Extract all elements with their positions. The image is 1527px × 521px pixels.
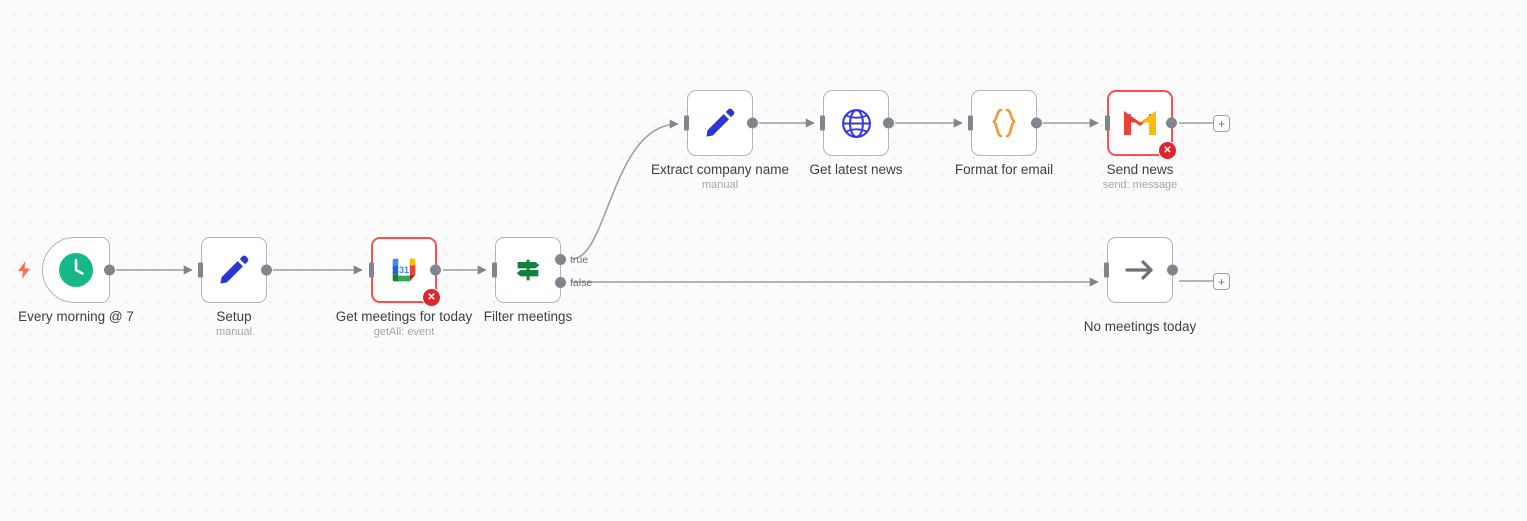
node-label-send-news: Send news [1106,162,1174,177]
input-port-no-meetings-today[interactable] [1104,262,1109,278]
input-port-get-meetings-for-today[interactable] [369,262,374,278]
clock-icon [56,250,96,290]
svg-text:31: 31 [399,265,409,275]
node-subtitle-setup: manual [215,326,253,338]
input-port-format-for-email[interactable] [968,115,973,131]
output-port-no-meetings-today[interactable] [1167,264,1178,276]
branch-label-true: true [570,254,589,266]
node-box-get-latest-news[interactable] [820,90,894,156]
node-box-no-meetings-today[interactable] [1104,237,1178,303]
curly-braces-icon [984,103,1024,143]
node-label-get-meetings-for-today: Get meetings for today [335,309,473,324]
pencil-icon [214,250,254,290]
node-label-every-morning-7: Every morning @ 7 [18,309,134,324]
output-port-get-latest-news[interactable] [883,117,894,129]
node-subtitle-extract-company-name: manual [701,179,739,191]
output-port-filter-false[interactable] [555,277,566,288]
gmail-icon [1120,103,1160,143]
input-port-get-latest-news[interactable] [820,115,825,131]
node-subtitle-get-meetings-for-today: getAll: event [373,326,435,338]
output-port-extract-company-name[interactable] [747,117,758,129]
branch-label-false: false [570,277,593,289]
error-badge-get-meetings-for-today[interactable]: ✕ [422,288,441,307]
input-port-setup[interactable] [198,262,203,278]
node-label-format-for-email: Format for email [954,162,1054,177]
google-calendar-icon: 31 [384,250,424,290]
lightning-bolt-icon [17,261,31,282]
node-label-get-latest-news: Get latest news [809,162,903,177]
output-port-filter-true[interactable] [555,254,566,265]
input-port-extract-company-name[interactable] [684,115,689,131]
output-port-every-morning-7[interactable] [104,264,115,276]
edge-filter-true-to-extract [571,119,679,260]
node-label-extract-company-name: Extract company name [650,162,790,177]
lightning-bolt-glyph [18,261,30,279]
arrow-right-icon [1120,250,1160,290]
signpost-icon [508,250,548,290]
error-badge-send-news[interactable]: ✕ [1158,141,1177,160]
input-port-filter-meetings[interactable] [492,262,497,278]
globe-icon [836,103,876,143]
node-label-setup: Setup [216,309,252,324]
node-box-every-morning-7[interactable] [42,237,115,303]
node-box-format-for-email[interactable] [968,90,1042,156]
node-box-get-meetings-for-today[interactable]: 31 ✕ [369,237,441,307]
node-label-no-meetings-today: No meetings today [1083,319,1197,334]
node-box-setup[interactable] [198,237,272,303]
node-subtitle-send-news: send: message [1102,179,1178,191]
node-box-send-news[interactable]: ✕ [1105,90,1177,160]
node-label-filter-meetings: Filter meetings [483,309,573,324]
output-port-get-meetings-for-today[interactable] [430,264,441,276]
node-box-filter-meetings[interactable]: true false [492,237,592,303]
output-port-send-news[interactable] [1166,117,1177,129]
output-port-setup[interactable] [261,264,272,276]
add-node-button-after-send-news[interactable]: + [1213,115,1230,132]
add-node-button-after-no-meetings[interactable]: + [1213,273,1230,290]
pencil-icon [700,103,740,143]
output-port-format-for-email[interactable] [1031,117,1042,129]
input-port-send-news[interactable] [1105,115,1110,131]
node-box-extract-company-name[interactable] [684,90,758,156]
